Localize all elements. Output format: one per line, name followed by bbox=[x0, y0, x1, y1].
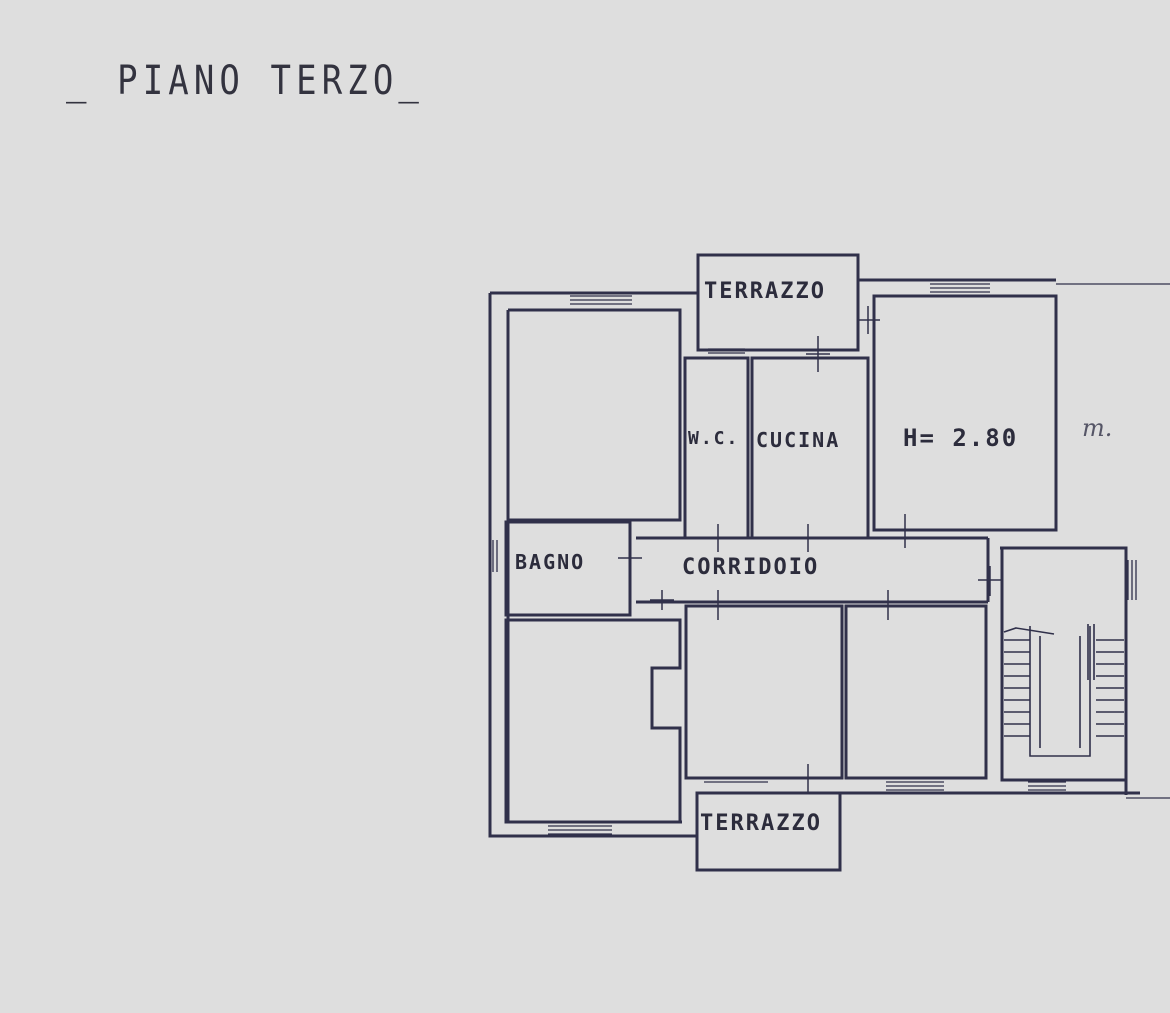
windows bbox=[492, 283, 1137, 835]
terrace-top-label: TERRAZZO bbox=[704, 279, 826, 304]
bathroom-label: BAGNO bbox=[515, 550, 586, 574]
stair-box bbox=[1000, 546, 1128, 782]
room-bottom-left bbox=[504, 618, 682, 824]
staircase bbox=[1003, 624, 1124, 757]
ceiling-height-label: H= 2.80 bbox=[903, 424, 1019, 452]
margin-note: m. bbox=[1082, 414, 1113, 442]
kitchen-label: CUCINA bbox=[756, 428, 841, 452]
room-bottom-right bbox=[844, 604, 988, 780]
room-top-left bbox=[508, 308, 682, 522]
plan-title: _ PIANO TERZO_ bbox=[66, 58, 424, 104]
door-marks bbox=[618, 306, 1002, 794]
room-right bbox=[872, 294, 1058, 532]
wc-label: W.C. bbox=[688, 428, 740, 449]
room-bathroom bbox=[504, 520, 632, 617]
corridor-label: CORRIDOIO bbox=[682, 555, 820, 580]
terrace-bottom-label: TERRAZZO bbox=[700, 811, 822, 836]
terrace-bottom-outline bbox=[695, 791, 842, 872]
outer-wall-outer-line bbox=[488, 253, 1140, 838]
terrace-top-outline bbox=[696, 253, 860, 352]
room-bottom-middle bbox=[684, 604, 844, 780]
